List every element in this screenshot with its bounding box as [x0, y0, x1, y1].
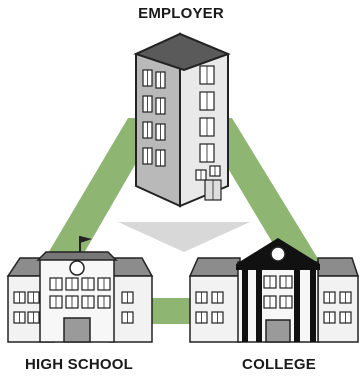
college-right-wing: [317, 275, 359, 343]
employer-label: EMPLOYER: [138, 5, 224, 22]
connector-employer-highschool: [44, 118, 162, 260]
high-school-building-icon: [6, 236, 154, 343]
flag-icon: [80, 236, 92, 243]
college-column: [242, 270, 248, 342]
college-door: [265, 319, 291, 343]
college-left-wing: [189, 275, 241, 343]
hs-door: [63, 317, 91, 343]
tower-shadow: [118, 222, 250, 252]
college-columns: [242, 270, 316, 342]
hs-right-wing: [109, 275, 153, 343]
college-column: [310, 270, 316, 342]
college-label: COLLEGE: [242, 356, 316, 373]
hs-center-roof: [36, 251, 118, 261]
tower-roof: [133, 32, 231, 72]
college-column: [294, 270, 300, 342]
college-column: [256, 270, 262, 342]
tower-windows: [142, 65, 222, 201]
high-school-label: HIGH SCHOOL: [24, 356, 134, 373]
college-windows: [195, 275, 352, 324]
college-building-icon: [188, 238, 360, 343]
hs-windows: [13, 277, 134, 324]
college-right-roof: [317, 257, 360, 277]
college-left-roof: [188, 257, 241, 277]
clock-icon: [270, 246, 286, 262]
office-tower-icon: [118, 32, 250, 252]
clock-icon: [69, 260, 85, 276]
college-entablature: [236, 264, 320, 270]
